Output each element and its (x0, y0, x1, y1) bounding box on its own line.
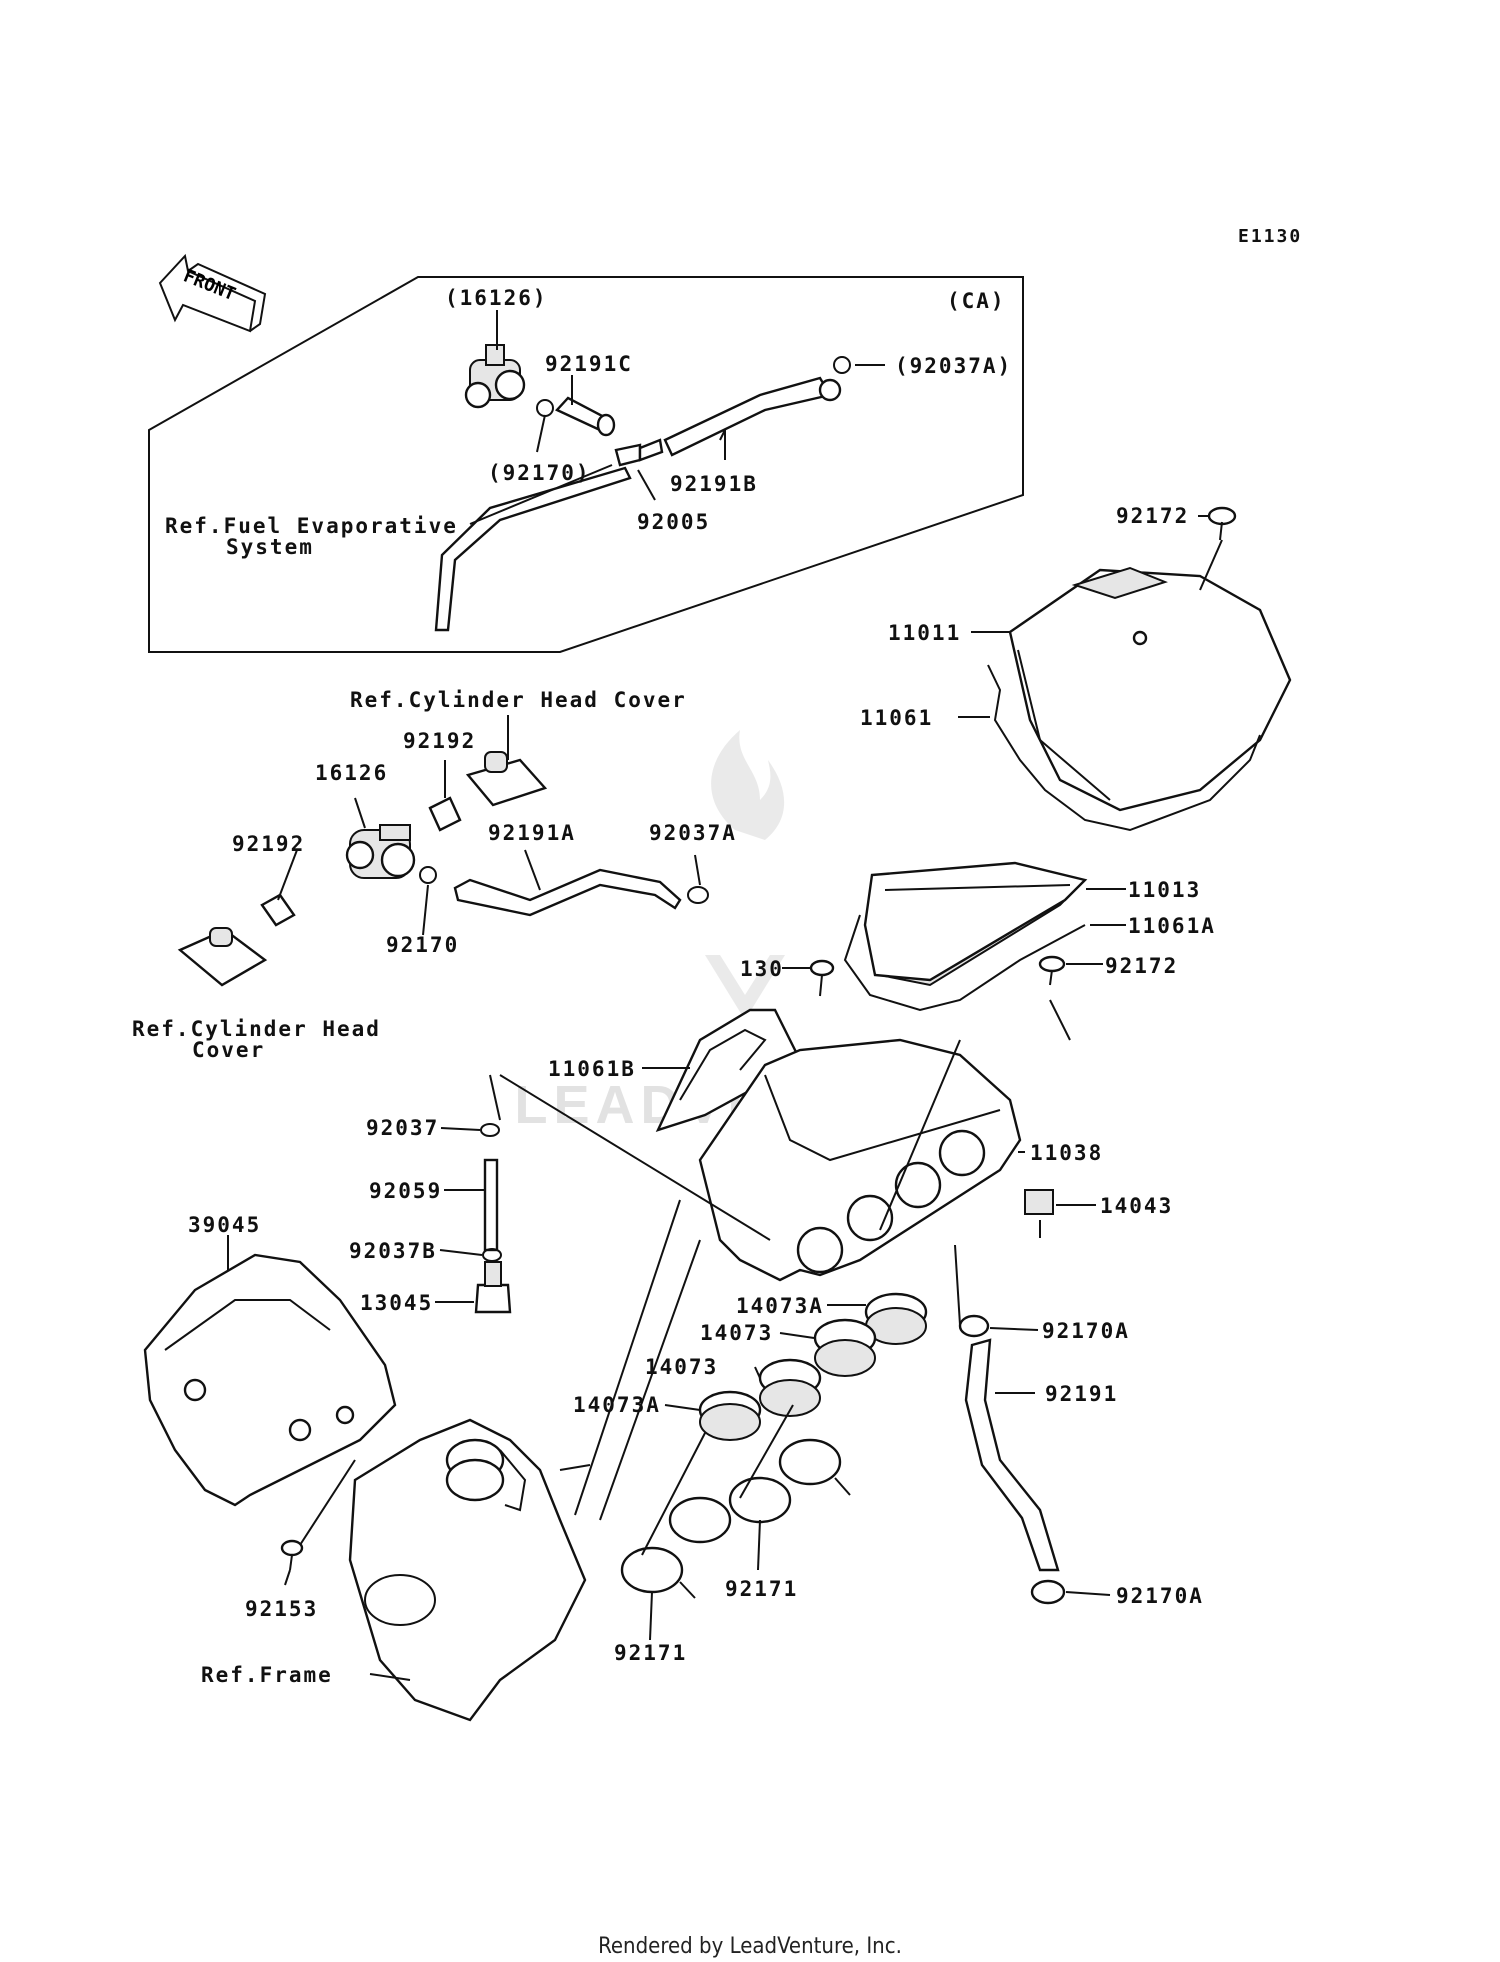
valve-16126-drawing (345, 824, 416, 879)
screw-92172-top (1207, 506, 1237, 541)
part-label-92191C[interactable]: 92191C (545, 352, 633, 376)
ca-valve-16126-drawing (464, 344, 526, 409)
part-label-92172[interactable]: 92172 (1105, 954, 1179, 978)
part-label-11061[interactable]: 11061 (860, 706, 934, 730)
throttle-body-39045-drawing (143, 1253, 397, 1507)
part-label-92153[interactable]: 92153 (245, 1597, 319, 1621)
ref-cylinder-head-cover-left-line2: Cover (192, 1038, 266, 1062)
part-label-11011[interactable]: 11011 (888, 621, 962, 645)
part-label-14073-left[interactable]: 14073 (645, 1355, 719, 1379)
part-label-14043[interactable]: 14043 (1100, 1194, 1174, 1218)
part-label-14073A-left[interactable]: 14073A (573, 1393, 661, 1417)
clamp-92170A-top (958, 1314, 990, 1338)
ca-hose-92191C (555, 396, 616, 437)
watermark-logo (705, 730, 785, 1020)
part-label-92170A-top[interactable]: 92170A (1042, 1319, 1130, 1343)
screw-92153 (280, 1539, 304, 1571)
part-label-130[interactable]: 130 (740, 957, 784, 981)
air-cleaner-housing-11038-drawing (698, 1038, 1022, 1282)
hose-92192-left (260, 893, 296, 927)
part-label-14073[interactable]: 14073 (700, 1321, 774, 1345)
part-label-92170-ca[interactable]: (92170) (488, 461, 591, 485)
air-cleaner-cover-11011-drawing (1008, 566, 1292, 812)
part-label-92191A[interactable]: 92191A (488, 821, 576, 845)
part-label-92191[interactable]: 92191 (1045, 1382, 1119, 1406)
clamp-92171-right (728, 1438, 851, 1524)
part-label-16126[interactable]: 16126 (315, 761, 389, 785)
part-label-11061A[interactable]: 11061A (1128, 914, 1216, 938)
clamp-92037A (687, 886, 709, 904)
gasket-11061-drawing (987, 664, 1261, 832)
duct-14073-left (758, 1358, 822, 1417)
part-label-92005[interactable]: 92005 (637, 510, 711, 534)
part-label-92172-top[interactable]: 92172 (1116, 504, 1190, 528)
screw-92172 (1038, 955, 1066, 986)
part-label-92037B[interactable]: 92037B (349, 1239, 437, 1263)
ca-tee-92005 (614, 438, 664, 467)
hose-92191A-drawing (453, 868, 682, 917)
cylinder-head-cover-left-drawing (177, 927, 268, 987)
part-label-11061B[interactable]: 11061B (548, 1057, 636, 1081)
ref-fuel-evaporative-system: System (226, 535, 314, 559)
front-arrow-icon: FRONT (158, 253, 267, 333)
part-label-92192-left[interactable]: 92192 (232, 832, 306, 856)
ca-clamp-92037A (833, 356, 851, 374)
ref-cylinder-head-cover-top: Ref.Cylinder Head Cover (350, 688, 687, 712)
ca-box-label: (CA) (947, 289, 1006, 313)
part-label-11013[interactable]: 11013 (1128, 878, 1202, 902)
cylinder-head-cover-top-drawing (465, 751, 548, 807)
duct-14073-right (813, 1318, 877, 1377)
gasket-11061A-drawing (843, 914, 1086, 1012)
part-label-92191B[interactable]: 92191B (670, 472, 758, 496)
footer-credit: Rendered by LeadVenture, Inc. (598, 1934, 902, 1959)
part-label-14073A-top[interactable]: 14073A (736, 1294, 824, 1318)
part-label-92037A-ca[interactable]: (92037A) (895, 354, 1013, 378)
plug-13045 (474, 1261, 512, 1314)
hose-92192-top (428, 796, 462, 832)
leader-lines (227, 310, 1223, 1681)
part-label-92037A[interactable]: 92037A (649, 821, 737, 845)
clamp-92037 (480, 1123, 500, 1137)
ref-fuel-evaporative: Ref.Fuel Evaporative (165, 514, 458, 538)
part-label-92170A-bottom[interactable]: 92170A (1116, 1584, 1204, 1608)
diagram-code: E1130 (1238, 226, 1303, 247)
ca-hose-92191B (663, 376, 842, 457)
part-label-39045[interactable]: 39045 (188, 1213, 262, 1237)
fuel-evap-hose (434, 466, 632, 632)
element-11013-drawing (863, 861, 1088, 987)
hose-92191-drawing (964, 1338, 1060, 1572)
ref-frame: Ref.Frame (201, 1663, 333, 1687)
ca-variant-box (148, 276, 1024, 653)
clamp-92170A-bottom (1030, 1579, 1066, 1605)
part-label-16126-ca[interactable]: (16126) (445, 286, 548, 310)
ref-cylinder-head-cover-left: Ref.Cylinder Head (132, 1017, 381, 1041)
frame-drawing (348, 1418, 587, 1722)
front-arrow-label: FRONT (180, 265, 238, 305)
part-label-11038[interactable]: 11038 (1030, 1141, 1104, 1165)
part-label-92170[interactable]: 92170 (386, 933, 460, 957)
bolt-130 (809, 959, 835, 997)
part-label-13045[interactable]: 13045 (360, 1291, 434, 1315)
tube-92059 (483, 1158, 499, 1252)
part-label-92171-left[interactable]: 92171 (614, 1641, 688, 1665)
part-label-92059[interactable]: 92059 (369, 1179, 443, 1203)
part-label-92171-right[interactable]: 92171 (725, 1577, 799, 1601)
clip-92170 (419, 866, 437, 884)
gasket-11061B-drawing (655, 1008, 802, 1132)
duct-14073A-top (864, 1292, 928, 1345)
duct-14073A-left (698, 1390, 762, 1441)
part-label-92192-top[interactable]: 92192 (403, 729, 477, 753)
drain-14043 (1024, 1189, 1054, 1215)
clamp-92171-left (620, 1496, 732, 1599)
ca-clip-92170 (536, 399, 554, 417)
part-label-92037[interactable]: 92037 (366, 1116, 440, 1140)
